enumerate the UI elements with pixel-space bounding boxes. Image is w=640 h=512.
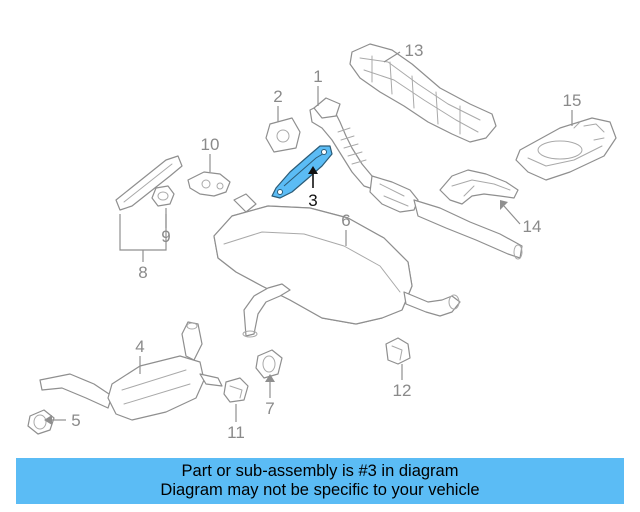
heat-shield-14[interactable] bbox=[439, 169, 519, 205]
callout-labels: 1 2 3 4 5 6 7 8 9 10 11 12 13 14 15 bbox=[71, 41, 581, 442]
callout-5[interactable]: 5 bbox=[71, 411, 80, 430]
heat-shield-13[interactable] bbox=[349, 43, 497, 143]
mount-12[interactable] bbox=[385, 337, 411, 365]
leader-14 bbox=[503, 205, 521, 225]
hanger-bracket-10[interactable] bbox=[187, 171, 231, 197]
callout-3[interactable]: 3 bbox=[308, 191, 317, 210]
callout-11[interactable]: 11 bbox=[227, 423, 245, 442]
heat-shield-15[interactable] bbox=[515, 117, 617, 181]
rubber-mount-9[interactable] bbox=[151, 185, 175, 207]
callout-1[interactable]: 1 bbox=[313, 67, 322, 86]
callout-2[interactable]: 2 bbox=[273, 87, 282, 106]
banner-line-part: Part or sub-assembly is #3 in diagram bbox=[181, 462, 459, 480]
callout-14[interactable]: 14 bbox=[523, 217, 542, 236]
clamp-5[interactable] bbox=[27, 409, 55, 435]
leader-lines bbox=[44, 51, 573, 425]
callout-8[interactable]: 8 bbox=[138, 263, 147, 282]
callout-7[interactable]: 7 bbox=[265, 399, 274, 418]
leader-13 bbox=[383, 51, 401, 63]
arrowhead-7 bbox=[265, 374, 275, 382]
banner-line-disclaimer: Diagram may not be specific to your vehi… bbox=[160, 481, 480, 499]
catalytic-converter-1[interactable] bbox=[309, 97, 523, 260]
callout-15[interactable]: 15 bbox=[563, 91, 582, 110]
arrowhead-5 bbox=[44, 415, 52, 425]
callout-6[interactable]: 6 bbox=[341, 211, 350, 230]
callout-9[interactable]: 9 bbox=[161, 227, 170, 246]
callout-10[interactable]: 10 bbox=[201, 135, 220, 154]
gasket-2[interactable] bbox=[265, 117, 301, 153]
info-banner: Part or sub-assembly is #3 in diagram Di… bbox=[16, 458, 624, 504]
callout-4[interactable]: 4 bbox=[135, 337, 144, 356]
mount-11[interactable] bbox=[223, 377, 249, 403]
bracket-3-highlighted[interactable] bbox=[271, 145, 333, 199]
clamp-7[interactable] bbox=[255, 349, 283, 379]
bracket-8[interactable] bbox=[115, 155, 183, 211]
callout-12[interactable]: 12 bbox=[393, 381, 412, 400]
arrowhead-3 bbox=[308, 166, 318, 174]
bracket-leader-8-9 bbox=[119, 214, 167, 251]
rear-muffler-4[interactable] bbox=[39, 321, 223, 421]
arrowhead-14 bbox=[500, 200, 508, 210]
callout-13[interactable]: 13 bbox=[405, 41, 424, 60]
muffler-6[interactable] bbox=[213, 193, 461, 338]
